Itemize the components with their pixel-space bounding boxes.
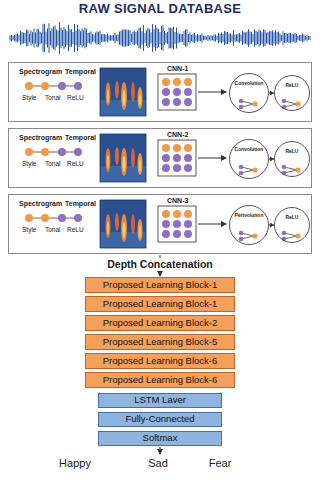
feature-label: Spectrogram [19,134,62,142]
neuron-icon [282,231,301,242]
learning-block: Proposed Learning Block-5 [85,334,235,350]
feature-label: Spectrogram [19,200,62,208]
flow-arrow [160,447,161,454]
node-label: Pertvolution [230,213,268,218]
neuron-icon [239,99,258,110]
neuron-icon [282,165,301,176]
cnn-label: CNN-2 [167,131,188,139]
feature-label: Style [22,94,36,101]
convolution-circle: Pertvolution [229,205,269,245]
node-label: Softmax [143,433,178,443]
spectrogram-image [100,68,146,116]
feature-label: Spectrogram [19,68,62,76]
neuron-icon [239,231,258,242]
lstm-box: LSTM Laver [98,393,222,408]
flow-arrow [198,158,226,159]
flow-arrow [198,224,226,225]
spectrogram-image [100,134,146,182]
cnn-label: CNN-3 [167,197,188,205]
node-label: ReLU [275,149,309,154]
stage-label: Depth Concatenation [0,259,320,271]
flow-line [160,255,161,258]
feature-label: Temporal [65,134,96,142]
convolution-circle: Convolution [229,73,269,113]
feature-label: ReLU [67,94,84,101]
node-label: ReLU [275,83,309,88]
feature-label: Tonal [45,226,61,233]
emotion-label: Happy [40,457,110,469]
learning-block: Proposed Learning Block-2 [85,315,235,331]
cnn-panel: SpectrogramTemporalStyle Tonal ReLU CNN-1Co… [8,62,312,122]
relu-circle: ReLU [274,141,310,177]
neuron-icon [239,165,258,176]
feature-label: ReLU [67,160,84,167]
feature-label: Style [22,160,36,167]
relu-circle: ReLU [274,75,310,111]
node-label: ReLU [275,215,309,220]
feature-label: Temporal [65,68,96,76]
feature-label: Style [22,226,36,233]
neuron-icon [282,99,301,110]
learning-block: Proposed Learning Block-1 [85,277,235,293]
emotion-label: Sad [128,457,188,469]
learning-block: Proposed Learning Block-6 [85,353,235,369]
dense-box: Fully-Connected [98,412,222,427]
node-label: LSTM Laver [134,395,186,405]
node-label: Convolution [230,147,268,152]
node-label: Convolution [230,81,268,86]
spectrogram-image [100,200,146,248]
feature-label: Tonal [45,160,61,167]
flow-arrow [198,92,226,93]
diagram-title: RAW SIGNAL DATABASE [0,2,320,16]
dot-chain [25,82,82,90]
feature-grid [158,140,196,176]
emotion-label: Fear [190,457,250,469]
waveform [10,22,310,54]
learning-block: Proposed Learning Block-6 [85,372,235,388]
cnn-panel: SpectrogramTemporalStyle Tonal ReLU CNN-3Pe… [8,194,312,254]
node-label: Proposed Learning Block-2 [103,318,218,328]
learning-block: Proposed Learning Block-1 [85,296,235,312]
node-label: Proposed Learning Block-6 [103,356,218,366]
dot-chain [25,148,82,156]
node-label: Fully-Connected [125,414,194,424]
softmax-box: Softmax [98,431,222,446]
feature-label: ReLU [67,226,84,233]
feature-grid [158,74,196,110]
node-label: Proposed Learning Block-1 [103,280,218,290]
feature-label: Temporal [65,200,96,208]
convolution-circle: Convolution [229,139,269,179]
node-label: Proposed Learning Block-1 [103,299,218,309]
node-label: Proposed Learning Block-5 [103,337,218,347]
node-label: Proposed Learning Block-6 [103,375,218,385]
cnn-label: CNN-1 [167,65,188,73]
feature-grid [158,206,196,242]
cnn-panel: SpectrogramTemporalStyle Tonal ReLU CNN-2Co… [8,128,312,188]
dot-chain [25,214,82,222]
relu-circle: ReLU [274,207,310,243]
feature-label: Tonal [45,94,61,101]
flow-arrow [160,272,161,276]
